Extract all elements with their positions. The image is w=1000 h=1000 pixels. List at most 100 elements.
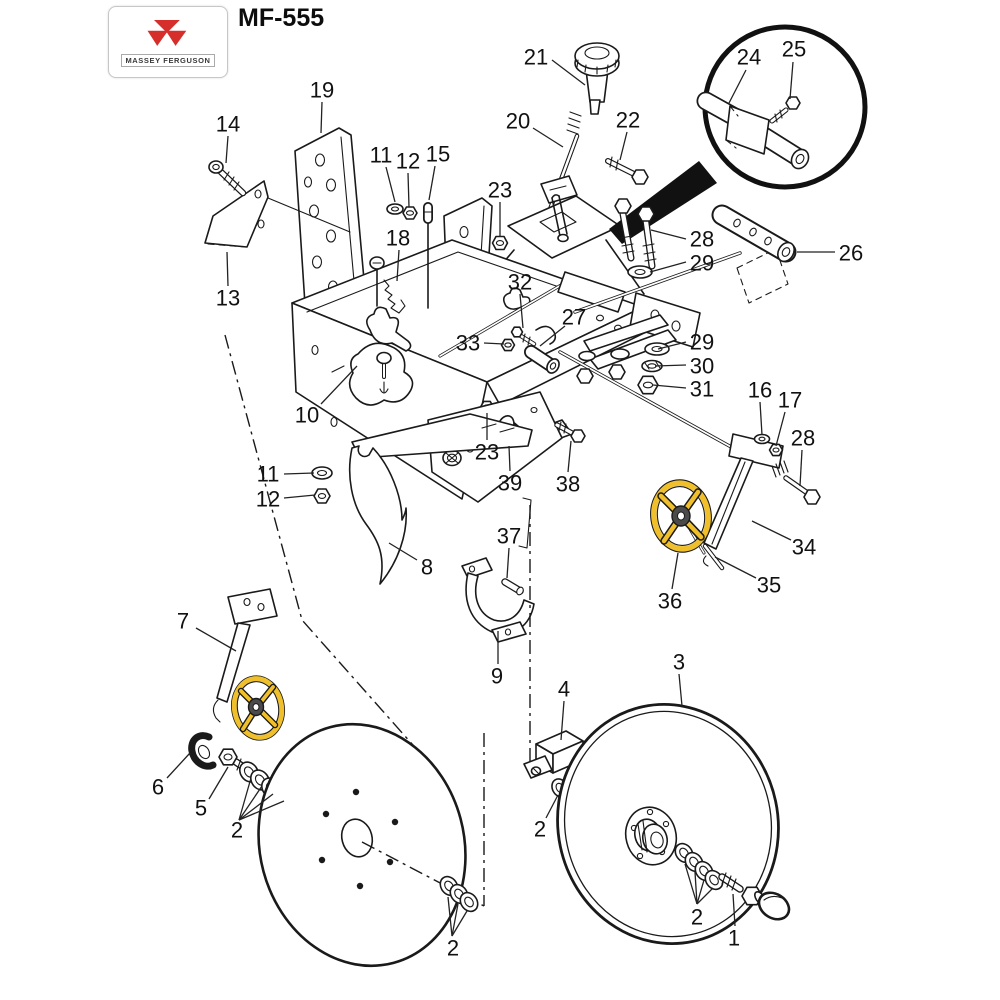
pivot-pin-24 [696, 91, 810, 170]
leader-line [238, 800, 285, 821]
part-label-36: 36 [658, 589, 682, 614]
leader-line [799, 449, 803, 487]
bolt-28-spring [771, 460, 821, 505]
leader-line [320, 365, 358, 405]
leader-line [226, 251, 229, 287]
part-label-12: 12 [256, 487, 280, 512]
bolt-15 [423, 202, 433, 309]
part-label-11: 11 [370, 143, 393, 168]
washer-29-upper [627, 265, 653, 279]
leader-line [385, 166, 396, 203]
bushing-boss [442, 449, 462, 467]
part-label-28: 28 [690, 227, 714, 252]
part-label-23: 23 [475, 440, 499, 465]
part-label-7: 7 [177, 609, 189, 634]
disc-hub-right [556, 703, 791, 945]
part-label-3: 3 [673, 650, 685, 675]
bolts-28-pair [614, 198, 657, 270]
bushing-27 [524, 325, 560, 374]
leader-line [649, 261, 687, 273]
leader-line [396, 249, 400, 282]
part-label-39: 39 [498, 471, 522, 496]
leader-line [506, 547, 510, 579]
massey-ferguson-logo-icon [147, 20, 187, 46]
gauge-wheel-36 [650, 479, 712, 555]
leader-line [714, 556, 757, 579]
pin-37 [501, 578, 524, 596]
part-label-13: 13 [216, 286, 240, 311]
tube-26-phantom [736, 248, 789, 304]
leader-line [320, 101, 323, 134]
part-label-8: 8 [421, 555, 433, 580]
bracket-mark [518, 497, 532, 549]
part-label-37: 37 [497, 524, 521, 549]
part-label-29: 29 [690, 330, 714, 355]
inset-pointer-wedge [609, 161, 717, 244]
part-label-19: 19 [310, 78, 334, 103]
nut-33 [500, 338, 516, 352]
leader-line [532, 127, 564, 148]
blade-8 [348, 445, 408, 585]
part-label-30: 30 [690, 354, 714, 379]
washers-2-right [674, 842, 724, 891]
leader-line [283, 494, 316, 499]
tube-26 [711, 204, 797, 263]
leader-line [759, 401, 763, 436]
leader-line [545, 794, 559, 819]
nut-23-upper [491, 235, 509, 251]
hub-cap [757, 891, 791, 921]
part-label-26: 26 [839, 241, 863, 266]
leader-line [195, 627, 237, 652]
leader-line [751, 520, 792, 541]
leader-line [428, 165, 436, 201]
nut-12-lower [313, 488, 331, 504]
boundary-line [224, 334, 421, 754]
leader-line [684, 863, 698, 905]
hub-flange [624, 806, 678, 866]
leader-line [654, 364, 687, 367]
spring-18 [383, 279, 406, 314]
part-label-24: 24 [737, 45, 761, 70]
part-label-35: 35 [757, 573, 781, 598]
clevis-fork-arms [557, 251, 744, 455]
detail-inset-circle [609, 24, 868, 244]
leader-line [775, 411, 786, 447]
part-label-1: 1 [728, 926, 740, 951]
bolt-38 [530, 406, 586, 443]
page-title: MF-555 [238, 4, 325, 32]
leader-line [407, 172, 410, 208]
bolt-10-head [376, 351, 392, 365]
leader-line [539, 325, 566, 347]
cap-6 [188, 732, 217, 770]
screw-18 [369, 256, 385, 307]
brand-name: MASSEY FERGUSON [121, 54, 215, 67]
part-label-12: 12 [396, 149, 420, 174]
leader-line [789, 61, 794, 100]
leader-line [388, 542, 418, 561]
leader-line [225, 135, 229, 164]
leader-line [238, 785, 263, 821]
part-label-23: 23 [488, 178, 512, 203]
part-label-2: 2 [447, 936, 459, 961]
leader-line [732, 893, 736, 927]
part-label-28: 28 [791, 426, 815, 451]
nut-12 [402, 206, 418, 220]
part-label-2: 2 [691, 905, 703, 930]
leader-line [208, 766, 229, 800]
part-label-6: 6 [152, 775, 164, 800]
part-label-4: 4 [558, 677, 570, 702]
header: MASSEY FERGUSON MF-555 [0, 0, 1000, 90]
leader-line [678, 673, 683, 707]
leader-line [238, 777, 252, 821]
part-label-32: 32 [508, 270, 532, 295]
leader-line [650, 229, 687, 240]
part-label-18: 18 [386, 226, 410, 251]
part-label-9: 9 [491, 664, 503, 689]
leader-line [694, 871, 698, 905]
part-label-29: 29 [690, 251, 714, 276]
leader-line [657, 341, 687, 350]
mount-plate-13 [204, 180, 351, 248]
handle-cutout [502, 287, 531, 310]
